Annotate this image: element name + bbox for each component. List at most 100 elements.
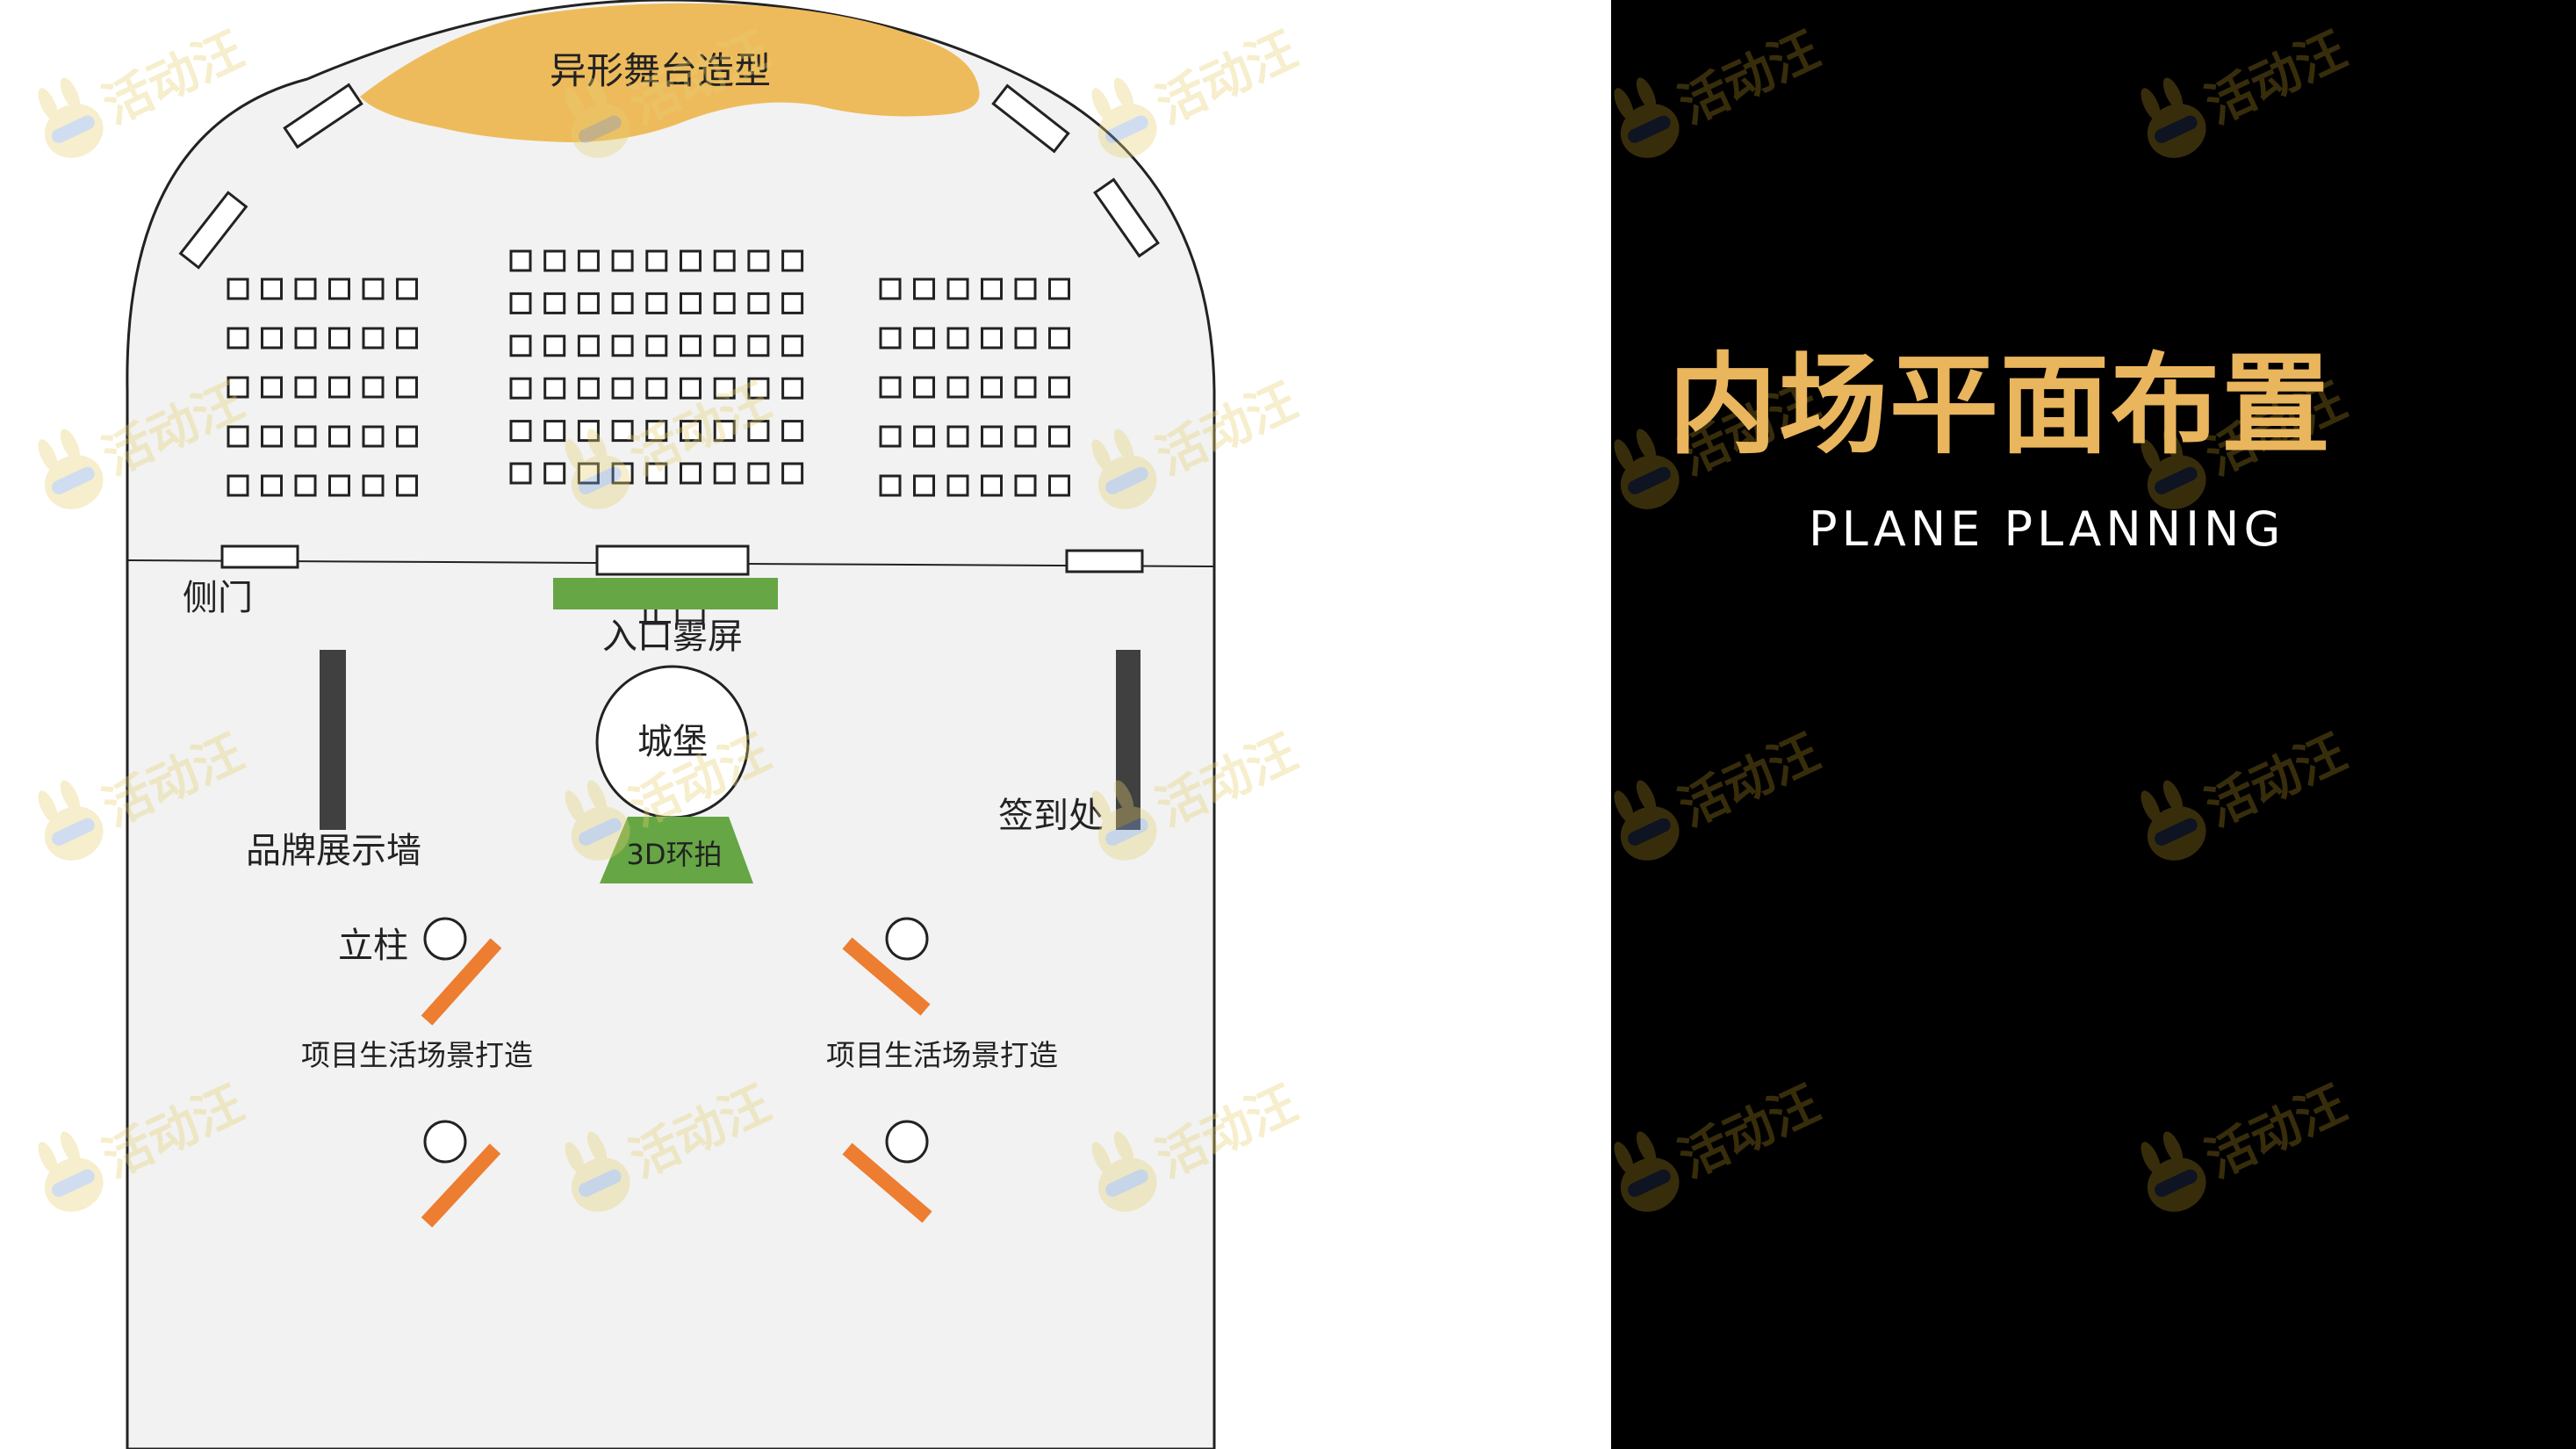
bunny-mascot-icon (1091, 1131, 1157, 1212)
seat-center (680, 335, 702, 357)
checkin-wall (1116, 650, 1140, 830)
pillar-4 (885, 1120, 929, 1164)
seat-center (645, 377, 668, 400)
seat-left (396, 474, 418, 497)
bunny-mascot-icon (2141, 1131, 2206, 1212)
page-subtitle: PLANE PLANNING (1809, 501, 2285, 557)
bunny-mascot-icon (2141, 429, 2206, 509)
seat-left (328, 278, 350, 300)
seat-right (1014, 376, 1037, 399)
seat-right (946, 327, 969, 350)
seat-right (879, 376, 902, 399)
seat-left (261, 425, 283, 448)
seat-center (680, 292, 702, 314)
watermark: 活动汪 (1614, 1075, 1829, 1212)
side-door-label: 侧门 (183, 578, 253, 618)
side-door-left (220, 544, 299, 569)
wall-light-4 (1093, 177, 1160, 258)
seat-center (747, 292, 770, 314)
seat-center (680, 462, 702, 485)
seat-left (227, 474, 249, 497)
pillar-1 (423, 917, 467, 961)
seat-center (713, 377, 736, 400)
watermark-text: 活动汪 (1148, 21, 1306, 135)
seat-left (328, 425, 350, 448)
fog-screen-label: 入口雾屏 (602, 616, 743, 657)
wall-light-2 (178, 191, 248, 270)
bunny-mascot-icon (1614, 1131, 1680, 1212)
watermark: 活动汪 (2141, 724, 2355, 861)
seat-right (1014, 425, 1037, 448)
bunny-mascot-icon (1091, 429, 1157, 509)
seat-right (946, 278, 969, 300)
seat-left (294, 327, 317, 350)
watermark-text: 活动汪 (1671, 1075, 1829, 1189)
seat-left (362, 327, 385, 350)
seat-center (680, 420, 702, 443)
seat-left (396, 278, 418, 300)
side-door-right (1065, 549, 1144, 573)
seat-center (611, 249, 634, 272)
stage-shape (360, 3, 980, 143)
seat-center (509, 335, 532, 357)
seat-left (227, 376, 249, 399)
brand-wall-label: 品牌展示墙 (246, 831, 421, 871)
seat-right (879, 278, 902, 300)
watermark: 活动汪 (1091, 21, 1306, 158)
scene-right-label: 项目生活场景打造 (826, 1038, 1058, 1072)
seat-center (680, 249, 702, 272)
bunny-mascot-icon (2141, 780, 2206, 861)
seat-center (781, 462, 804, 485)
seat-center (577, 249, 600, 272)
bunny-mascot-icon (38, 780, 104, 861)
bunny-mascot-icon (565, 429, 630, 509)
castle-label: 城堡 (637, 722, 708, 762)
seat-right (981, 425, 1003, 448)
seat-left (362, 474, 385, 497)
watermark-text: 活动汪 (2198, 1075, 2356, 1189)
bunny-mascot-icon (1091, 77, 1157, 158)
seat-right (1048, 474, 1070, 497)
seat-center (781, 377, 804, 400)
seat-center (543, 377, 566, 400)
seat-center (509, 249, 532, 272)
bunny-mascot-icon (1091, 780, 1157, 861)
checkin-label: 签到处 (998, 796, 1104, 836)
photo-3d-label: 3D环拍 (626, 838, 722, 871)
pillar-3 (423, 1120, 467, 1164)
seat-right (981, 327, 1003, 350)
scene-panel-1 (421, 938, 502, 1026)
seat-left (227, 278, 249, 300)
seat-left (261, 474, 283, 497)
seat-center (543, 420, 566, 443)
seat-left (227, 327, 249, 350)
watermark-text: 活动汪 (1671, 21, 1829, 135)
bunny-mascot-icon (2141, 77, 2206, 158)
watermark: 活动汪 (2141, 21, 2355, 158)
bunny-mascot-icon (565, 77, 630, 158)
seating-area (227, 249, 1070, 497)
title-panel: 活动汪活动汪活动汪活动汪活动汪活动汪活动汪活动汪 (1611, 0, 2576, 1449)
fog-screen (553, 578, 778, 609)
seat-center (645, 292, 668, 314)
seat-left (294, 278, 317, 300)
seat-center (713, 462, 736, 485)
seat-center (543, 292, 566, 314)
page-title: 内场平面布置 (1668, 342, 2333, 469)
seat-left (328, 327, 350, 350)
brand-wall (320, 650, 346, 830)
seat-left (396, 425, 418, 448)
bunny-mascot-icon (1614, 77, 1680, 158)
seat-left (328, 474, 350, 497)
scene-panel-2 (842, 937, 931, 1016)
seat-center (543, 335, 566, 357)
seat-center (577, 462, 600, 485)
seat-right (913, 425, 935, 448)
scene-left-label: 项目生活场景打造 (301, 1038, 533, 1072)
seat-center (645, 420, 668, 443)
seat-center (577, 377, 600, 400)
seat-center (713, 292, 736, 314)
seat-center (713, 249, 736, 272)
seat-left (396, 376, 418, 399)
seat-left (294, 425, 317, 448)
